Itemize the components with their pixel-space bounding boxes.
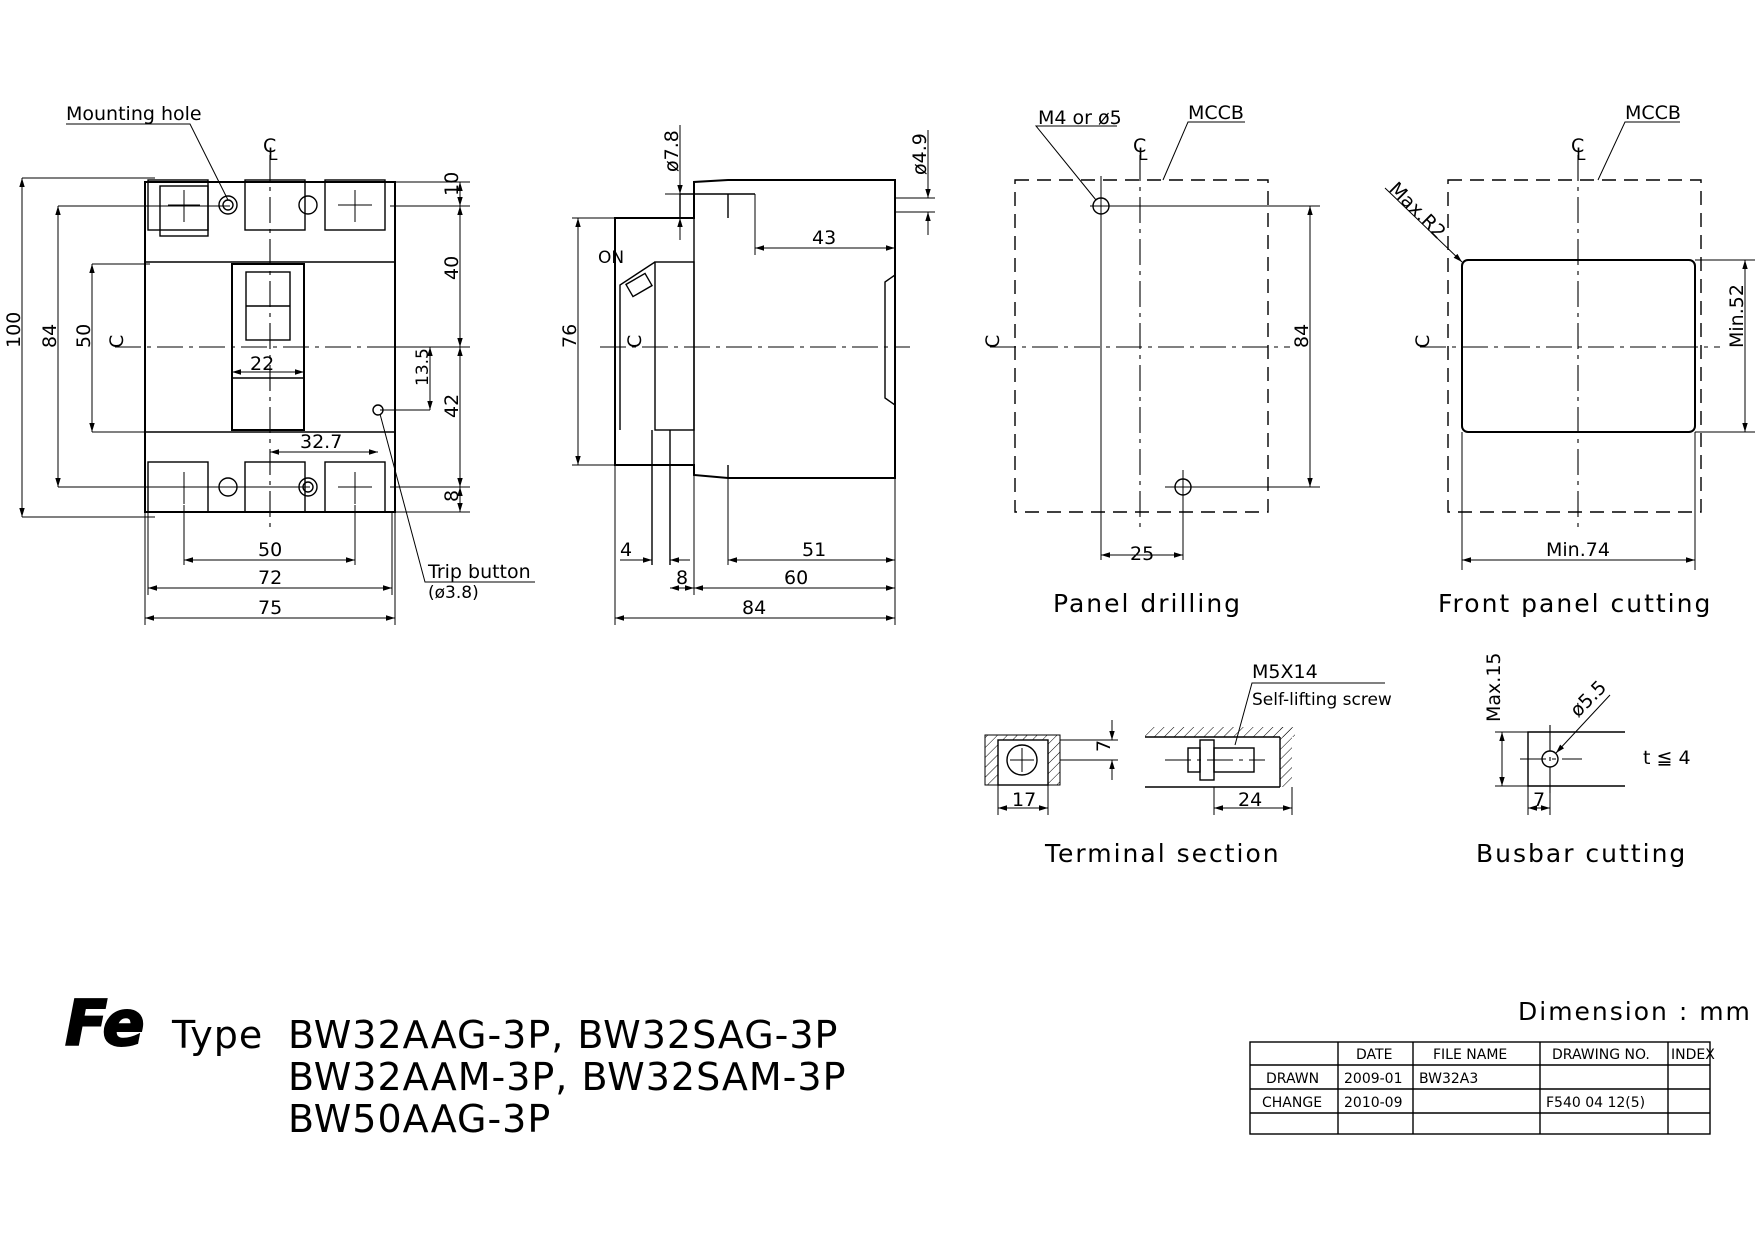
trip-button-dia: (ø3.8): [428, 583, 479, 603]
screw-type-label: Self-lifting screw: [1252, 690, 1392, 710]
cut-dim-min52: Min.52: [1726, 284, 1748, 348]
svg-text:C: C: [106, 335, 128, 348]
side-handle: [654, 261, 695, 431]
term-dim-7: 7: [1093, 740, 1115, 752]
front-panel-cutting-caption: Front panel cutting: [1438, 589, 1712, 618]
front-panel-cutting: CL C Min.52 Min.74 Max.R2 MCCB Front pan…: [1384, 102, 1755, 618]
dim-43: 43: [812, 227, 836, 249]
table-header-drawing-no: DRAWING NO.: [1552, 1047, 1650, 1063]
svg-text:L: L: [1138, 145, 1148, 165]
type-label: Type: [171, 1013, 263, 1057]
dim-84: 84: [39, 324, 61, 348]
cutting-outline: [1447, 179, 1702, 513]
model-line-2: BW32AAM-3P, BW32SAM-3P: [288, 1055, 847, 1099]
fuji-logo: Fe: [64, 986, 146, 1061]
table-row-change-label: CHANGE: [1262, 1095, 1322, 1111]
dim-40: 40: [441, 256, 463, 280]
dim-60: 60: [784, 567, 808, 589]
dim-72: 72: [258, 567, 282, 589]
svg-text:L: L: [268, 145, 278, 165]
svg-text:C: C: [263, 135, 276, 157]
hole-size-label: M4 or ø5: [1038, 107, 1122, 129]
front-view: CL C Mounting hole Trip button (ø3.8) 10…: [3, 103, 535, 625]
svg-text:C: C: [982, 335, 1004, 348]
dim-4: 4: [620, 539, 632, 561]
svg-text:L: L: [1576, 145, 1586, 165]
dim-22: 22: [250, 353, 274, 375]
table-row-drawn-label: DRAWN: [1266, 1071, 1319, 1087]
terminal-section-caption: Terminal section: [1044, 839, 1281, 868]
dim-76: 76: [559, 324, 581, 348]
term-dim-17: 17: [1012, 789, 1036, 811]
dim-50-horizontal: 50: [258, 539, 282, 561]
model-line-1: BW32AAG-3P, BW32SAG-3P: [288, 1013, 838, 1057]
term-dim-24: 24: [1238, 789, 1262, 811]
svg-text:C: C: [1571, 135, 1584, 157]
drill-dim-25: 25: [1130, 543, 1154, 565]
table-row-change-drawing-no: F540 04 12(5): [1546, 1095, 1645, 1111]
cut-dim-min74: Min.74: [1546, 539, 1610, 561]
trip-button-label: Trip button: [427, 561, 531, 583]
revision-table: DATE FILE NAME DRAWING NO. INDEX DRAWN 2…: [1249, 1041, 1715, 1135]
dim-dia-4-9: ø4.9: [909, 133, 931, 175]
dimension-unit: Dimension : mm: [1518, 997, 1752, 1026]
table-row-change-date: 2010-09: [1344, 1095, 1403, 1111]
table-row-drawn-file: BW32A3: [1419, 1071, 1478, 1087]
table-row-drawn-date: 2009-01: [1344, 1071, 1403, 1087]
dim-13-5: 13.5: [413, 348, 433, 386]
bus-dim-dia-5-5: ø5.5: [1566, 676, 1611, 721]
side-view: C ON ø7.8 ø4.9 43 76 4 51 8: [559, 125, 935, 625]
busbar-cutting-caption: Busbar cutting: [1476, 839, 1687, 868]
dim-8-side: 8: [676, 567, 688, 589]
dim-50-vertical: 50: [73, 324, 95, 348]
table-header-file-name: FILE NAME: [1433, 1047, 1507, 1063]
radius-label: Max.R2: [1384, 178, 1449, 243]
table-header-index: INDEX: [1671, 1047, 1715, 1063]
side-body: [614, 179, 896, 479]
terminal-screw-front: [1006, 744, 1038, 776]
mccb-label-drilling: MCCB: [1188, 102, 1244, 124]
dim-75: 75: [258, 597, 282, 619]
terminal-section: 7 17 24 M5X14 Self-lifting screw Termina…: [984, 661, 1392, 868]
dim-dia-7-8: ø7.8: [661, 130, 683, 172]
bus-dim-7: 7: [1533, 789, 1545, 811]
drilling-outline: [1014, 179, 1269, 513]
panel-drilling: CL C 84 25 M4 or ø5 MCCB Panel drilling: [982, 102, 1320, 618]
mccb-label-cutting: MCCB: [1625, 102, 1681, 124]
on-label: ON: [598, 248, 624, 268]
dim-10: 10: [441, 172, 463, 196]
screw-size-label: M5X14: [1252, 661, 1318, 683]
mounting-hole-label: Mounting hole: [66, 103, 202, 125]
drill-dim-84: 84: [1291, 324, 1313, 348]
panel-drilling-caption: Panel drilling: [1053, 589, 1242, 618]
dim-8-right: 8: [441, 490, 463, 502]
svg-text:C: C: [1412, 335, 1434, 348]
busbar-cutting: Max.15 ø5.5 7 t ≦ 4 Busbar cutting: [1476, 653, 1691, 869]
dim-32-7: 32.7: [300, 431, 342, 453]
dim-51: 51: [802, 539, 826, 561]
model-line-3: BW50AAG-3P: [288, 1097, 551, 1141]
svg-text:C: C: [1133, 135, 1146, 157]
table-header-date: DATE: [1356, 1047, 1392, 1063]
mounting-hole-top: [218, 195, 238, 215]
dim-84-side: 84: [742, 597, 766, 619]
bus-dim-max15: Max.15: [1483, 653, 1505, 723]
busbar-thickness: t ≦ 4: [1643, 747, 1691, 769]
dim-42: 42: [441, 394, 463, 418]
svg-text:Fe: Fe: [65, 987, 145, 1060]
svg-text:C: C: [624, 335, 646, 348]
top-terminals: [147, 179, 386, 237]
title-block: Fe Type BW32AAG-3P, BW32SAG-3P BW32AAM-3…: [64, 986, 1752, 1141]
dim-100: 100: [3, 312, 25, 348]
